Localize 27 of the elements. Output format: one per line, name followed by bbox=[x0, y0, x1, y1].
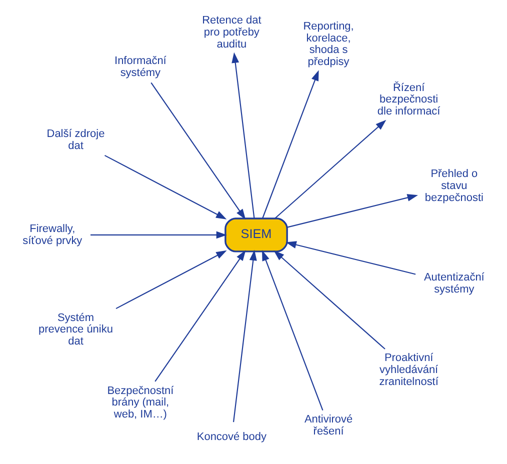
arrow bbox=[116, 250, 227, 310]
arrow bbox=[286, 241, 416, 275]
node-box: SIEM bbox=[224, 218, 288, 252]
arrow bbox=[287, 194, 418, 228]
arrow bbox=[262, 250, 324, 410]
arrow bbox=[154, 250, 246, 382]
arrow bbox=[274, 250, 386, 350]
arrow bbox=[232, 52, 255, 218]
arrow bbox=[90, 231, 227, 239]
node-text: Reporting, korelace, shoda s předpisy bbox=[303, 20, 354, 68]
arrow bbox=[274, 120, 386, 219]
node-text: Autentizační systémy bbox=[424, 272, 484, 296]
arrow bbox=[232, 250, 257, 422]
node-text: Systém prevence úniku dat bbox=[38, 312, 113, 348]
arrow bbox=[262, 70, 319, 219]
node-text: Proaktivní vyhledávání zranitelností bbox=[379, 352, 438, 388]
node-text: Antivirové řešení bbox=[304, 414, 353, 438]
arrow bbox=[150, 82, 246, 220]
node-text: Přehled o stavu bezpečnosti bbox=[424, 168, 484, 204]
node-text: Řízení bezpečnosti dle informací bbox=[377, 82, 440, 118]
node-text: Bezpečnostní brány (mail, web, IM…) bbox=[107, 384, 174, 420]
node-text: Retence dat pro potřeby auditu bbox=[202, 14, 262, 50]
node-text: Informační systémy bbox=[114, 55, 166, 79]
node-text: Firewally, síťové prvky bbox=[22, 222, 82, 247]
node-text: Koncové body bbox=[196, 431, 266, 444]
arrow bbox=[104, 154, 227, 220]
node-text: Další zdroje dat bbox=[46, 128, 105, 152]
